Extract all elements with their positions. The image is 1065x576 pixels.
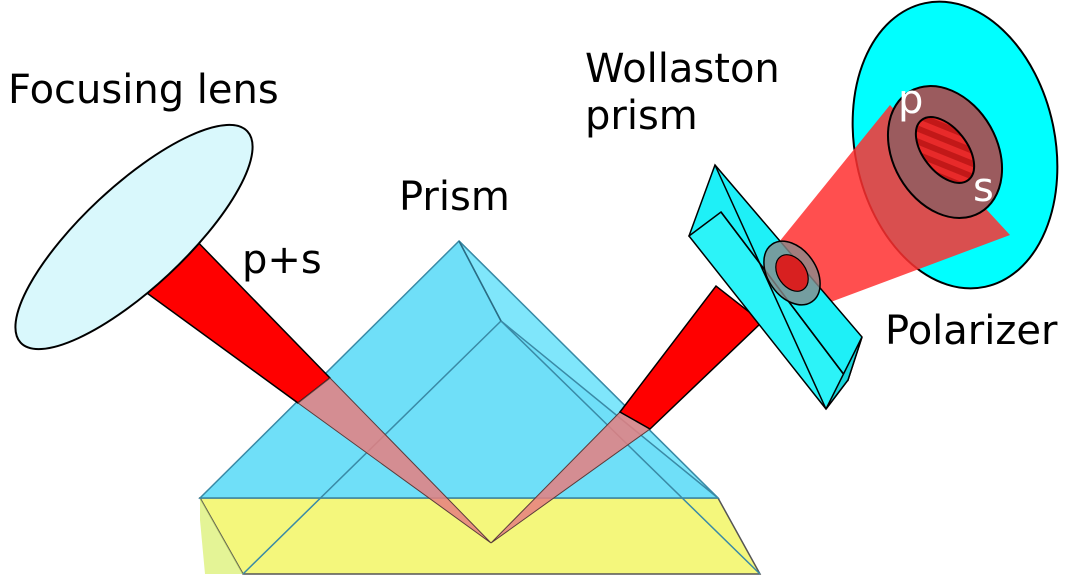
polarizer-center-spot	[914, 116, 976, 184]
label-focusing-lens: Focusing lens	[8, 67, 279, 113]
wollaston-inner-spot	[775, 254, 809, 292]
label-prism: Prism	[399, 174, 510, 220]
label-p-plus-s: p+s	[242, 237, 322, 283]
incoming-beam-in-glass	[297, 377, 492, 544]
wollaston-edge-face	[825, 336, 863, 410]
prism-base-left-shade	[200, 498, 243, 574]
prism-base-slab	[198, 497, 762, 575]
label-polarizer: Polarizer	[885, 308, 1058, 354]
label-s: s	[973, 165, 994, 211]
label-wollaston-line1: Wollaston	[585, 46, 780, 92]
wollaston-diagonal	[714, 164, 827, 410]
label-p: p	[898, 77, 923, 123]
beam-to-polarizer	[775, 105, 1010, 306]
focusing-lens	[14, 123, 254, 351]
outgoing-beam	[618, 284, 764, 430]
prism-back-edge-top	[458, 240, 502, 322]
label-wollaston-line2: prism	[585, 93, 698, 139]
